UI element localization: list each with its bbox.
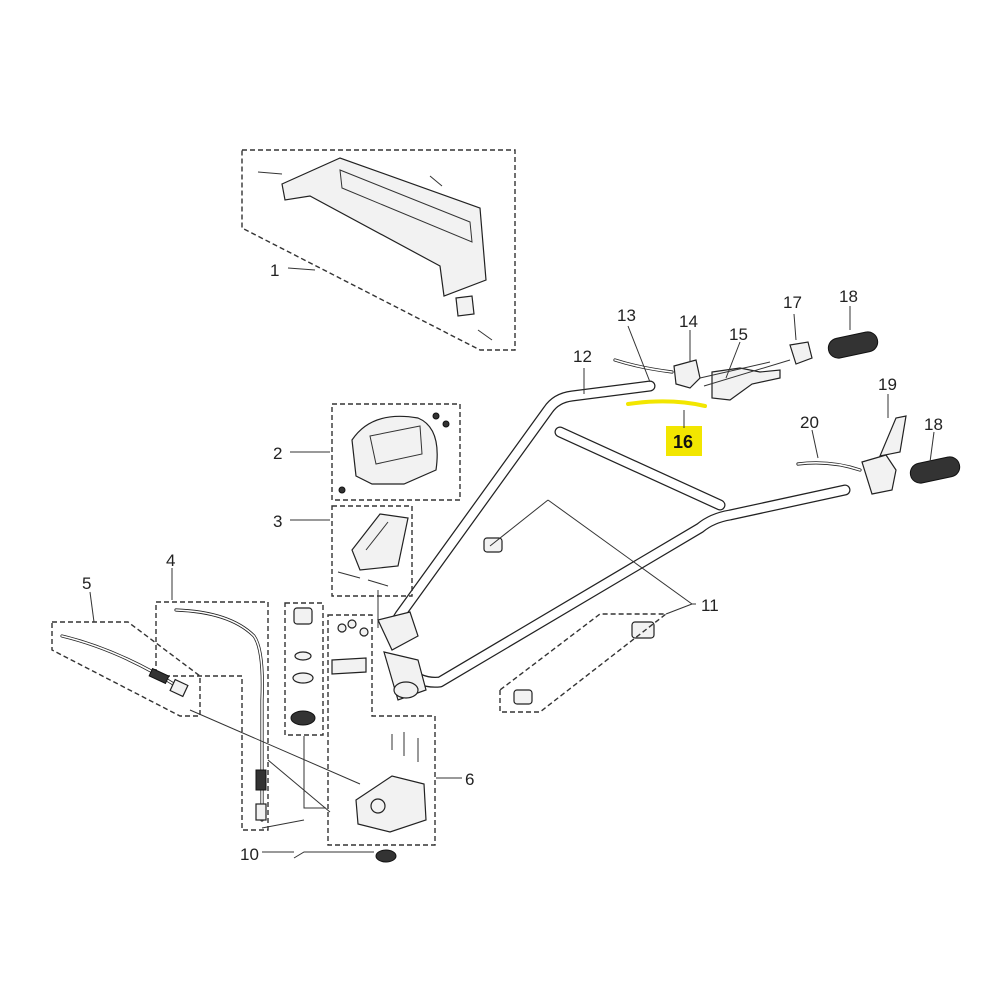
- callout-13: 13: [617, 306, 636, 325]
- group-box-10: [284, 602, 324, 736]
- handlebar-frame: [377, 380, 851, 701]
- callout-16: 16: [673, 432, 693, 452]
- highlight-part-16: [626, 399, 707, 408]
- left-handle-parts: [613, 331, 879, 401]
- callout-20: 20: [800, 413, 819, 432]
- group-box-5: [51, 621, 201, 717]
- clip-part: [483, 537, 503, 553]
- right-handle-parts: [796, 415, 961, 495]
- callout-4: 4: [166, 551, 175, 570]
- clip-part-2: [631, 621, 655, 639]
- callout-17: 17: [783, 293, 802, 312]
- callout-15: 15: [729, 325, 748, 344]
- callout-18-left: 18: [839, 287, 858, 306]
- callout-5: 5: [82, 574, 91, 593]
- callout-6: 6: [465, 770, 474, 789]
- callout-12: 12: [573, 347, 592, 366]
- group-box-6: [327, 614, 436, 863]
- clip-part-3: [513, 689, 533, 705]
- leader-lines: [89, 267, 935, 859]
- callout-11: 11: [701, 596, 719, 615]
- group-box-1: [241, 149, 516, 351]
- group-box-11: [499, 613, 669, 713]
- callout-3: 3: [273, 512, 282, 531]
- group-box-2: [331, 403, 461, 501]
- callout-19: 19: [878, 375, 897, 394]
- callout-14: 14: [679, 312, 698, 331]
- highlight-label-box: [666, 426, 702, 456]
- callout-1: 1: [270, 261, 279, 280]
- group-box-4: [155, 601, 269, 831]
- callout-2: 2: [273, 444, 282, 463]
- group-box-3: [331, 505, 413, 597]
- callout-10: 10: [240, 845, 259, 864]
- callout-18-right: 18: [924, 415, 943, 434]
- callout-labels: 1 2 3 4 5 6 10 11 12 13 14 15 16 17 18 1…: [82, 261, 943, 864]
